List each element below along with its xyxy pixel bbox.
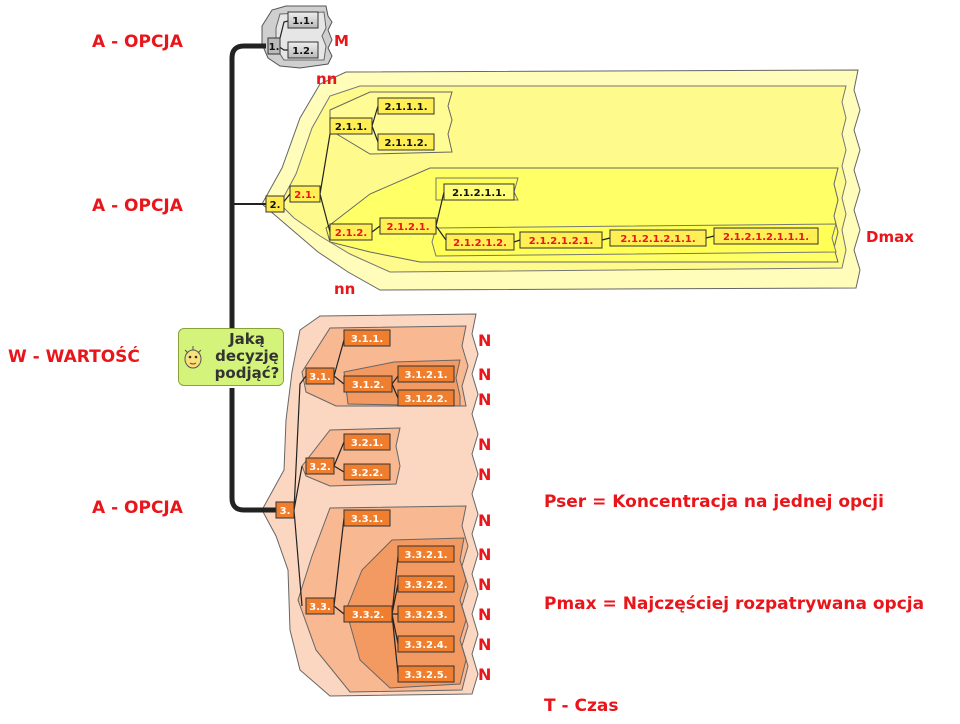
n-mark: N (478, 605, 491, 624)
node-3-2-2[interactable]: 3.2.2. (343, 463, 391, 481)
svg-text:3.1.1.: 3.1.1. (351, 334, 383, 345)
svg-text:3.3.: 3.3. (309, 602, 331, 613)
n-mark: N (478, 435, 491, 454)
n-mark: N (478, 635, 491, 654)
node-3-2-1[interactable]: 3.2.1. (343, 433, 391, 451)
svg-text:3.3.1.: 3.3.1. (351, 514, 383, 525)
svg-text:2.1.1.2.: 2.1.1.2. (384, 138, 427, 149)
node-2-1-2-1-2[interactable]: 2.1.2.1.2. (445, 233, 515, 251)
node-3-3-1[interactable]: 3.3.1. (343, 509, 391, 527)
svg-text:2.1.2.1.2.: 2.1.2.1.2. (453, 238, 507, 249)
option-label-middle: A - OPCJA (92, 196, 183, 216)
nodes: 1. 1.1. 1.2. 2. 2.1. 2.1.1. 2.1.1.1. 2.1… (265, 11, 819, 683)
node-2-1-1-2[interactable]: 2.1.1.2. (377, 133, 435, 151)
svg-text:3.2.1.: 3.2.1. (351, 438, 383, 449)
svg-text:1.1.: 1.1. (292, 16, 314, 27)
n-mark: N (478, 465, 491, 484)
svg-text:3.3.2.4.: 3.3.2.4. (404, 640, 447, 651)
thinking-face-icon (184, 346, 202, 369)
node-2[interactable]: 2. (265, 195, 285, 213)
node-3-1-1[interactable]: 3.1.1. (343, 329, 391, 347)
node-1-1[interactable]: 1.1. (287, 11, 319, 29)
svg-text:3.2.2.: 3.2.2. (351, 468, 383, 479)
node-3-1-2[interactable]: 3.1.2. (343, 375, 393, 393)
svg-text:2.1.: 2.1. (294, 190, 316, 201)
svg-text:1.2.: 1.2. (292, 46, 314, 57)
svg-text:3.3.2.2.: 3.3.2.2. (404, 580, 447, 591)
node-3[interactable]: 3. (275, 501, 295, 519)
node-3-3-2-1[interactable]: 3.3.2.1. (397, 545, 455, 563)
n-mark: N (478, 545, 491, 564)
node-2-1[interactable]: 2.1. (289, 185, 321, 203)
nn-label-top: nn (316, 70, 338, 88)
node-3-3-2-5[interactable]: 3.3.2.5. (397, 665, 455, 683)
svg-text:3.: 3. (280, 506, 291, 517)
svg-text:3.3.2.3.: 3.3.2.3. (404, 610, 447, 621)
option-label-bottom: A - OPCJA (92, 498, 183, 518)
node-2-1-2-1-2-1-1-1[interactable]: 2.1.2.1.2.1.1.1. (713, 227, 819, 245)
n-mark: N (478, 390, 491, 409)
svg-text:3.1.2.: 3.1.2. (352, 380, 384, 391)
svg-text:2.1.2.1.: 2.1.2.1. (386, 222, 429, 233)
time-label: T - Czas (544, 696, 619, 716)
pser-label: Pser = Koncentracja na jednej opcji (544, 492, 884, 512)
node-1-2[interactable]: 1.2. (287, 41, 319, 59)
connectors (229, 19, 715, 675)
branch-2-area (261, 69, 861, 291)
node-2-1-2[interactable]: 2.1.2. (329, 223, 373, 241)
n-marks: N N N N N N N N N N N (478, 331, 491, 684)
central-topic[interactable]: Jaką decyzję podjąć? (178, 328, 284, 386)
node-2-1-2-1[interactable]: 2.1.2.1. (379, 217, 437, 235)
node-1[interactable]: 1. (267, 37, 281, 55)
node-3-3-2-4[interactable]: 3.3.2.4. (397, 635, 455, 653)
n-mark: N (478, 511, 491, 530)
node-3-2[interactable]: 3.2. (305, 457, 335, 475)
svg-text:1.: 1. (269, 42, 280, 53)
svg-text:2.1.2.1.1.: 2.1.2.1.1. (452, 188, 506, 199)
node-3-1[interactable]: 3.1. (305, 367, 335, 385)
m-label: M (334, 32, 349, 50)
svg-text:2.: 2. (270, 200, 281, 211)
svg-text:3.3.2.1.: 3.3.2.1. (404, 550, 447, 561)
svg-text:2.1.1.: 2.1.1. (335, 122, 367, 133)
option-label-top: A - OPCJA (92, 32, 183, 52)
node-3-3[interactable]: 3.3. (305, 597, 335, 615)
node-3-1-2-2[interactable]: 3.1.2.2. (397, 389, 455, 407)
node-2-1-1[interactable]: 2.1.1. (329, 117, 373, 135)
nn-label-middle: nn (334, 280, 356, 298)
svg-text:3.3.2.: 3.3.2. (352, 610, 384, 621)
dmax-label: Dmax (866, 228, 914, 246)
n-mark: N (478, 665, 491, 684)
node-2-1-2-1-2-1-1[interactable]: 2.1.2.1.2.1.1. (609, 229, 707, 247)
svg-text:2.1.2.1.2.1.: 2.1.2.1.2.1. (529, 236, 594, 247)
svg-text:2.1.2.: 2.1.2. (335, 228, 367, 239)
svg-text:2.1.2.1.2.1.1.1.: 2.1.2.1.2.1.1.1. (723, 232, 809, 243)
node-3-3-2[interactable]: 3.3.2. (343, 605, 393, 623)
node-3-1-2-1[interactable]: 3.1.2.1. (397, 365, 455, 383)
node-3-3-2-2[interactable]: 3.3.2.2. (397, 575, 455, 593)
pmax-label: Pmax = Najczęściej rozpatrywana opcja (544, 594, 925, 614)
n-mark: N (478, 575, 491, 594)
central-topic-text: Jaką decyzję podjąć? (214, 330, 280, 382)
n-mark: N (478, 331, 491, 350)
svg-text:3.3.2.5.: 3.3.2.5. (404, 670, 447, 681)
svg-text:2.1.1.1.: 2.1.1.1. (384, 102, 427, 113)
n-mark: N (478, 365, 491, 384)
svg-text:3.1.2.1.: 3.1.2.1. (404, 370, 447, 381)
svg-text:3.1.2.2.: 3.1.2.2. (404, 394, 447, 405)
svg-text:3.2.: 3.2. (309, 462, 331, 473)
value-label: W - WARTOŚĆ (8, 347, 140, 367)
svg-text:3.1.: 3.1. (309, 372, 331, 383)
node-2-1-2-1-1[interactable]: 2.1.2.1.1. (443, 183, 515, 201)
node-3-3-2-3[interactable]: 3.3.2.3. (397, 605, 455, 623)
node-2-1-1-1[interactable]: 2.1.1.1. (377, 97, 435, 115)
node-2-1-2-1-2-1[interactable]: 2.1.2.1.2.1. (519, 231, 603, 249)
svg-text:2.1.2.1.2.1.1.: 2.1.2.1.2.1.1. (620, 234, 695, 245)
